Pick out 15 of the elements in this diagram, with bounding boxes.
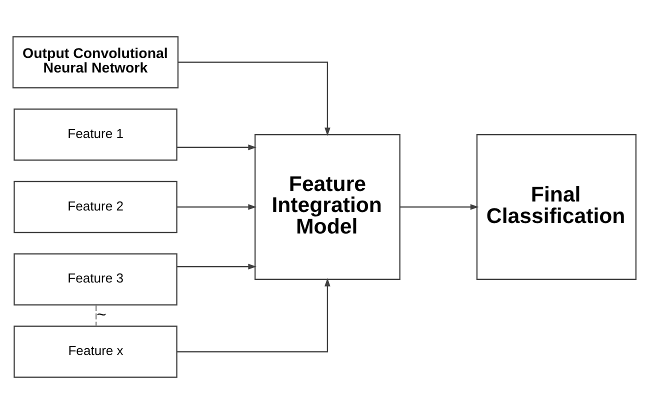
arrow (176, 144, 257, 150)
node-box: Final Classification (476, 134, 637, 280)
node-box: Output Convolutional Neural Network (12, 36, 179, 88)
node-box: Feature 3 (14, 253, 178, 306)
connector (96, 305, 97, 326)
node-box: Feature Integration Model (254, 134, 400, 280)
arrow (176, 204, 257, 210)
arrow (176, 278, 330, 352)
edge-label: ~ (96, 304, 106, 324)
arrow (176, 264, 257, 270)
arrow (400, 204, 479, 210)
arrow (178, 62, 330, 136)
node-box: Feature 1 (14, 108, 178, 161)
node-box: Feature x (14, 326, 178, 378)
node-box: Feature 2 (14, 180, 178, 234)
